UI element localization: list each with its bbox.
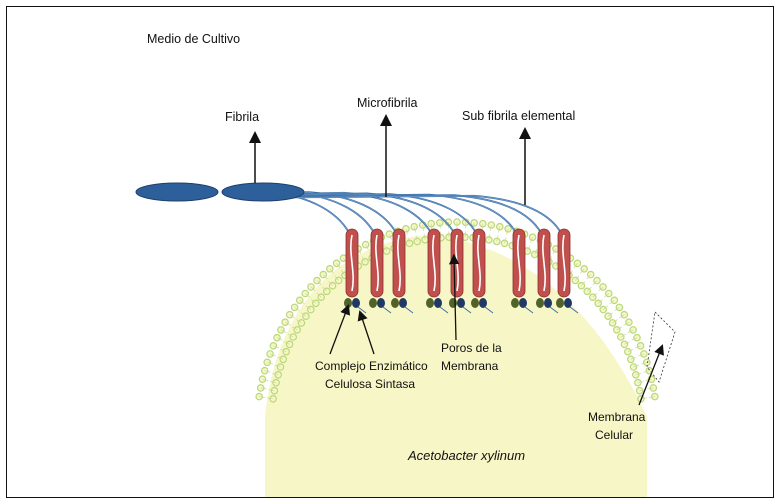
enzyme-subunit-green <box>556 298 564 308</box>
enzyme-complex-label-line2: Celulosa Sintasa <box>325 377 415 391</box>
pores-label-line2: Membrana <box>441 359 499 373</box>
fibril-bundle-left <box>136 183 218 201</box>
enzyme-subunit-green <box>391 298 399 308</box>
membrane-pore <box>556 229 578 313</box>
fibril-bundle-right <box>222 183 304 201</box>
enzyme-subunit-green <box>471 298 479 308</box>
lipid-head <box>278 327 284 333</box>
lipid-head <box>641 351 647 357</box>
cell-membrane-label-line1: Membrana <box>588 410 646 424</box>
bacterial-cellulose-synthesis-diagram: Medio de Cultivo Fibrila Microfibrila Su… <box>7 7 774 498</box>
pores-label-line1: Poros de la <box>441 341 502 355</box>
lipid-tail <box>440 223 441 229</box>
lipid-head <box>333 260 339 266</box>
enzyme-complex-label-line1: Complejo Enzimático <box>315 359 428 373</box>
lipid-head <box>630 327 636 333</box>
enzyme-subunit-green <box>344 298 352 308</box>
organism-name-label: Acetobacter xylinum <box>407 448 525 463</box>
lipid-head <box>267 351 273 357</box>
enzyme-subunit-blue <box>399 298 407 308</box>
lipid-head <box>486 237 492 243</box>
membrane-pores <box>344 229 578 313</box>
cell-membrane-label-line2: Celular <box>595 428 633 442</box>
enzyme-subunit-blue <box>479 298 487 308</box>
enzyme-subunit-blue <box>352 298 360 308</box>
lipid-head <box>291 304 297 310</box>
enzyme-subunit-blue <box>544 298 552 308</box>
enzyme-subunit-blue <box>434 298 442 308</box>
subfibril-label: Sub fibrila elemental <box>462 109 575 123</box>
lipid-head <box>386 231 392 237</box>
lipid-head <box>616 304 622 310</box>
enzyme-subunit-blue <box>457 298 465 308</box>
diagram-frame: Medio de Cultivo Fibrila Microfibrila Su… <box>6 6 774 498</box>
culture-medium-label: Medio de Cultivo <box>147 32 240 46</box>
enzyme-subunit-green <box>511 298 519 308</box>
microfibril-label: Microfibrila <box>357 96 417 110</box>
fibril-label: Fibrila <box>225 110 259 124</box>
enzyme-subunit-green <box>369 298 377 308</box>
lipid-head <box>282 319 288 325</box>
sub-fibril-strand <box>252 194 479 239</box>
enzyme-subunit-green <box>536 298 544 308</box>
enzyme-subunit-blue <box>564 298 572 308</box>
enzyme-subunit-blue <box>377 298 385 308</box>
enzyme-subunit-blue <box>519 298 527 308</box>
lipid-tail <box>441 232 442 238</box>
sub-fibril-strand-highlight <box>252 194 479 239</box>
lipid-head <box>270 343 276 349</box>
lipid-head <box>650 385 656 391</box>
enzyme-subunit-green <box>426 298 434 308</box>
